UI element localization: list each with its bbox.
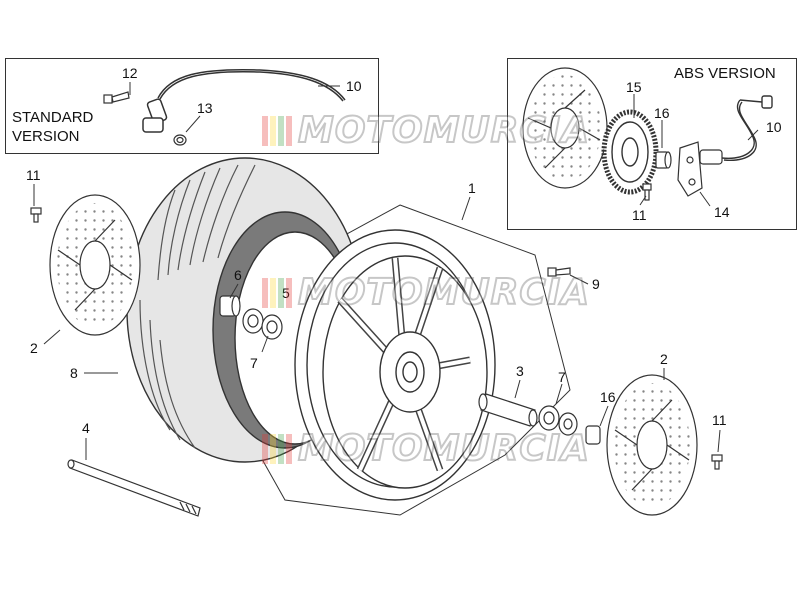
left-disc-screw: [30, 207, 42, 223]
abs-version-box: [507, 58, 797, 230]
abs-spacer: [655, 151, 672, 169]
callout-12: 12: [122, 65, 138, 81]
callout-11-abs: 11: [632, 207, 647, 223]
spacer-tube: [478, 393, 538, 427]
callout-13: 13: [197, 100, 213, 116]
standard-version-label: STANDARD VERSION: [12, 108, 93, 146]
callout-3: 3: [516, 363, 524, 379]
abs-sensor-cable: [721, 95, 773, 161]
callout-7-right: 7: [558, 369, 566, 385]
standard-version-box: [5, 58, 379, 154]
callout-4: 4: [82, 420, 90, 436]
watermark-text: MOTOMURCIA: [297, 109, 591, 152]
callout-6: 6: [234, 267, 242, 283]
right-disc-screw: [711, 454, 723, 470]
rim-screw: [547, 267, 571, 277]
bearing-right: [538, 405, 601, 445]
callout-11-left: 11: [26, 167, 41, 183]
callout-7-left: 7: [250, 355, 258, 371]
left-brake-disc: [49, 194, 141, 336]
wheel-axle: [67, 459, 201, 517]
watermark-middle: MOTOMURCIA: [262, 271, 591, 314]
abs-tone-ring: [601, 109, 659, 195]
callout-10-abs: 10: [766, 119, 782, 135]
callout-11-right: 11: [712, 412, 727, 428]
abs-screw: [642, 183, 652, 201]
standard-label-line1: STANDARD: [12, 109, 94, 126]
callout-10-standard: 10: [346, 78, 362, 94]
callout-numbers: 12 10 13 15 16 10 11 14 11 2 1 6 5 7 9 8…: [26, 65, 782, 436]
abs-version-label: ABS VERSION: [674, 65, 776, 82]
callout-2-left: 2: [30, 340, 38, 356]
callout-1: 1: [468, 180, 476, 196]
watermark-logo-stripes: [262, 433, 294, 464]
watermark-bottom: MOTOMURCIA: [262, 427, 591, 470]
callout-5: 5: [282, 285, 290, 301]
leader-lines: [33, 82, 759, 460]
speed-sensor-cable: [142, 68, 346, 133]
callout-8: 8: [70, 365, 78, 381]
callout-16-right: 16: [600, 389, 616, 405]
bearing-left: [219, 295, 283, 340]
standard-label-line2: VERSION: [12, 128, 80, 145]
watermark-top: MOTOMURCIA: [262, 109, 591, 152]
wheel-rim: [294, 229, 496, 501]
watermark-text: MOTOMURCIA: [297, 271, 591, 314]
callout-2-right: 2: [660, 351, 668, 367]
callout-16-abs: 16: [654, 105, 670, 121]
callout-9: 9: [592, 276, 600, 292]
watermark-logo-stripes: [262, 277, 294, 308]
abs-sensor-bracket: [677, 141, 723, 197]
abs-brake-disc: [522, 67, 608, 189]
watermark-logo-stripes: [262, 115, 294, 146]
sensor-screw: [103, 91, 130, 104]
right-brake-disc: [606, 374, 698, 516]
callout-14: 14: [714, 204, 730, 220]
callout-15: 15: [626, 79, 642, 95]
sensor-bush: [173, 134, 187, 146]
watermark-text: MOTOMURCIA: [297, 427, 591, 470]
